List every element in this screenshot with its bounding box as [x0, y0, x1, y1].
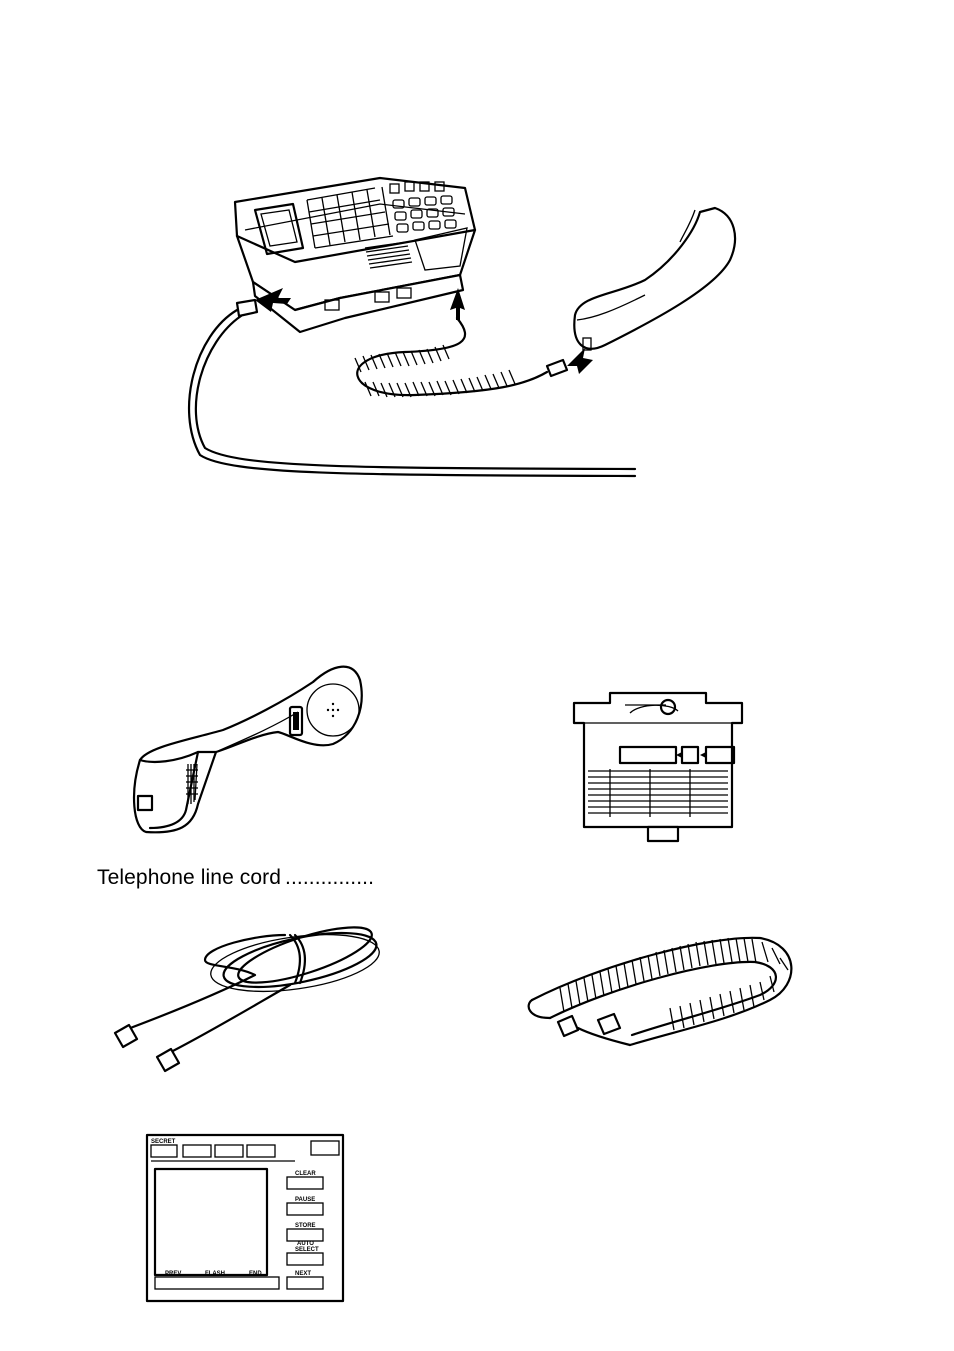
caption-label: Telephone line cord — [97, 866, 281, 889]
overlay-label-select: SELECT — [295, 1247, 319, 1253]
phone-connection-figure — [175, 170, 645, 490]
line-cord-caption: Telephone line cord............... — [97, 864, 374, 892]
overlay-label-clear: CLEAR — [295, 1171, 316, 1177]
directory-card-figure — [570, 685, 750, 845]
function-overlay-figure: SECRET CLEAR PAUSE STORE AUTO SELECT PRE… — [145, 1133, 345, 1303]
overlay-label-pause: PAUSE — [295, 1197, 315, 1203]
overlay-label-flash: FLASH — [205, 1271, 225, 1277]
line-cord-figure — [105, 905, 385, 1080]
coiled-cord-figure — [520, 910, 800, 1065]
overlay-label-next: NEXT — [295, 1271, 311, 1277]
overlay-label-store: STORE — [295, 1223, 316, 1229]
caption-leader: ............... — [285, 866, 374, 889]
overlay-label-prev: PREV — [165, 1271, 181, 1277]
overlay-label-end: END — [249, 1271, 262, 1277]
handset-figure — [128, 652, 368, 844]
overlay-label-secret: SECRET — [151, 1139, 176, 1145]
